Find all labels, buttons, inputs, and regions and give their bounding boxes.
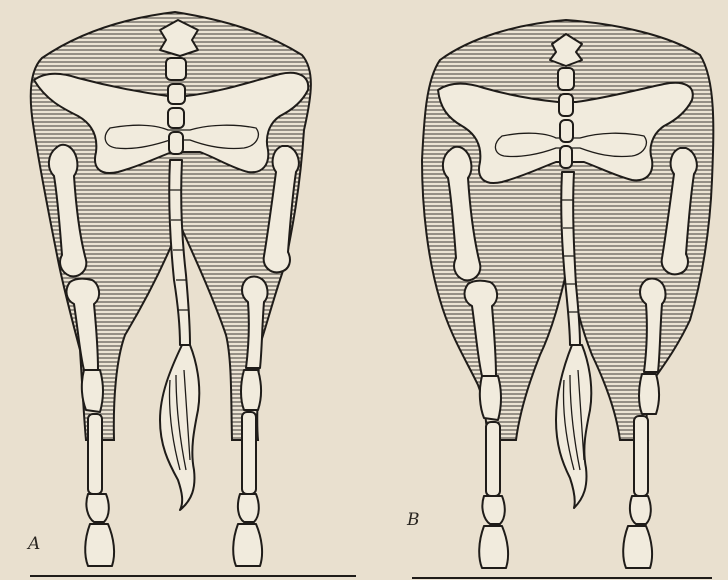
panel-b-figure	[412, 20, 713, 578]
cannon-left-b	[486, 422, 500, 496]
panel-label-b: B	[407, 510, 420, 530]
fetlock-left-b	[482, 496, 504, 524]
hoof-left-a	[85, 524, 114, 566]
hoof-right-b	[623, 526, 652, 568]
hock-left-a	[82, 370, 103, 412]
hock-right-b	[639, 374, 659, 414]
fetlock-left-a	[86, 494, 108, 522]
tibia-left-a	[67, 279, 100, 370]
hoof-left-b	[479, 526, 508, 568]
vertebra-2-a	[168, 84, 185, 104]
fetlock-right-b	[630, 496, 651, 524]
vertebra-4-b	[560, 146, 572, 168]
hoof-right-a	[233, 524, 262, 566]
vertebra-3-a	[168, 108, 184, 128]
vertebra-4-a	[169, 132, 183, 154]
cannon-right-b	[634, 416, 648, 496]
cannon-left-a	[88, 414, 102, 494]
vertebra-3-b	[560, 120, 573, 142]
cannon-right-a	[242, 412, 256, 494]
vertebra-1-a	[166, 58, 186, 80]
hock-left-b	[480, 376, 501, 420]
fetlock-right-a	[238, 494, 259, 522]
panel-a-figure	[30, 12, 356, 576]
hock-right-a	[241, 370, 261, 410]
panel-label-a: A	[28, 534, 40, 554]
vertebra-2-b	[559, 94, 573, 116]
vertebra-1-b	[558, 68, 574, 90]
